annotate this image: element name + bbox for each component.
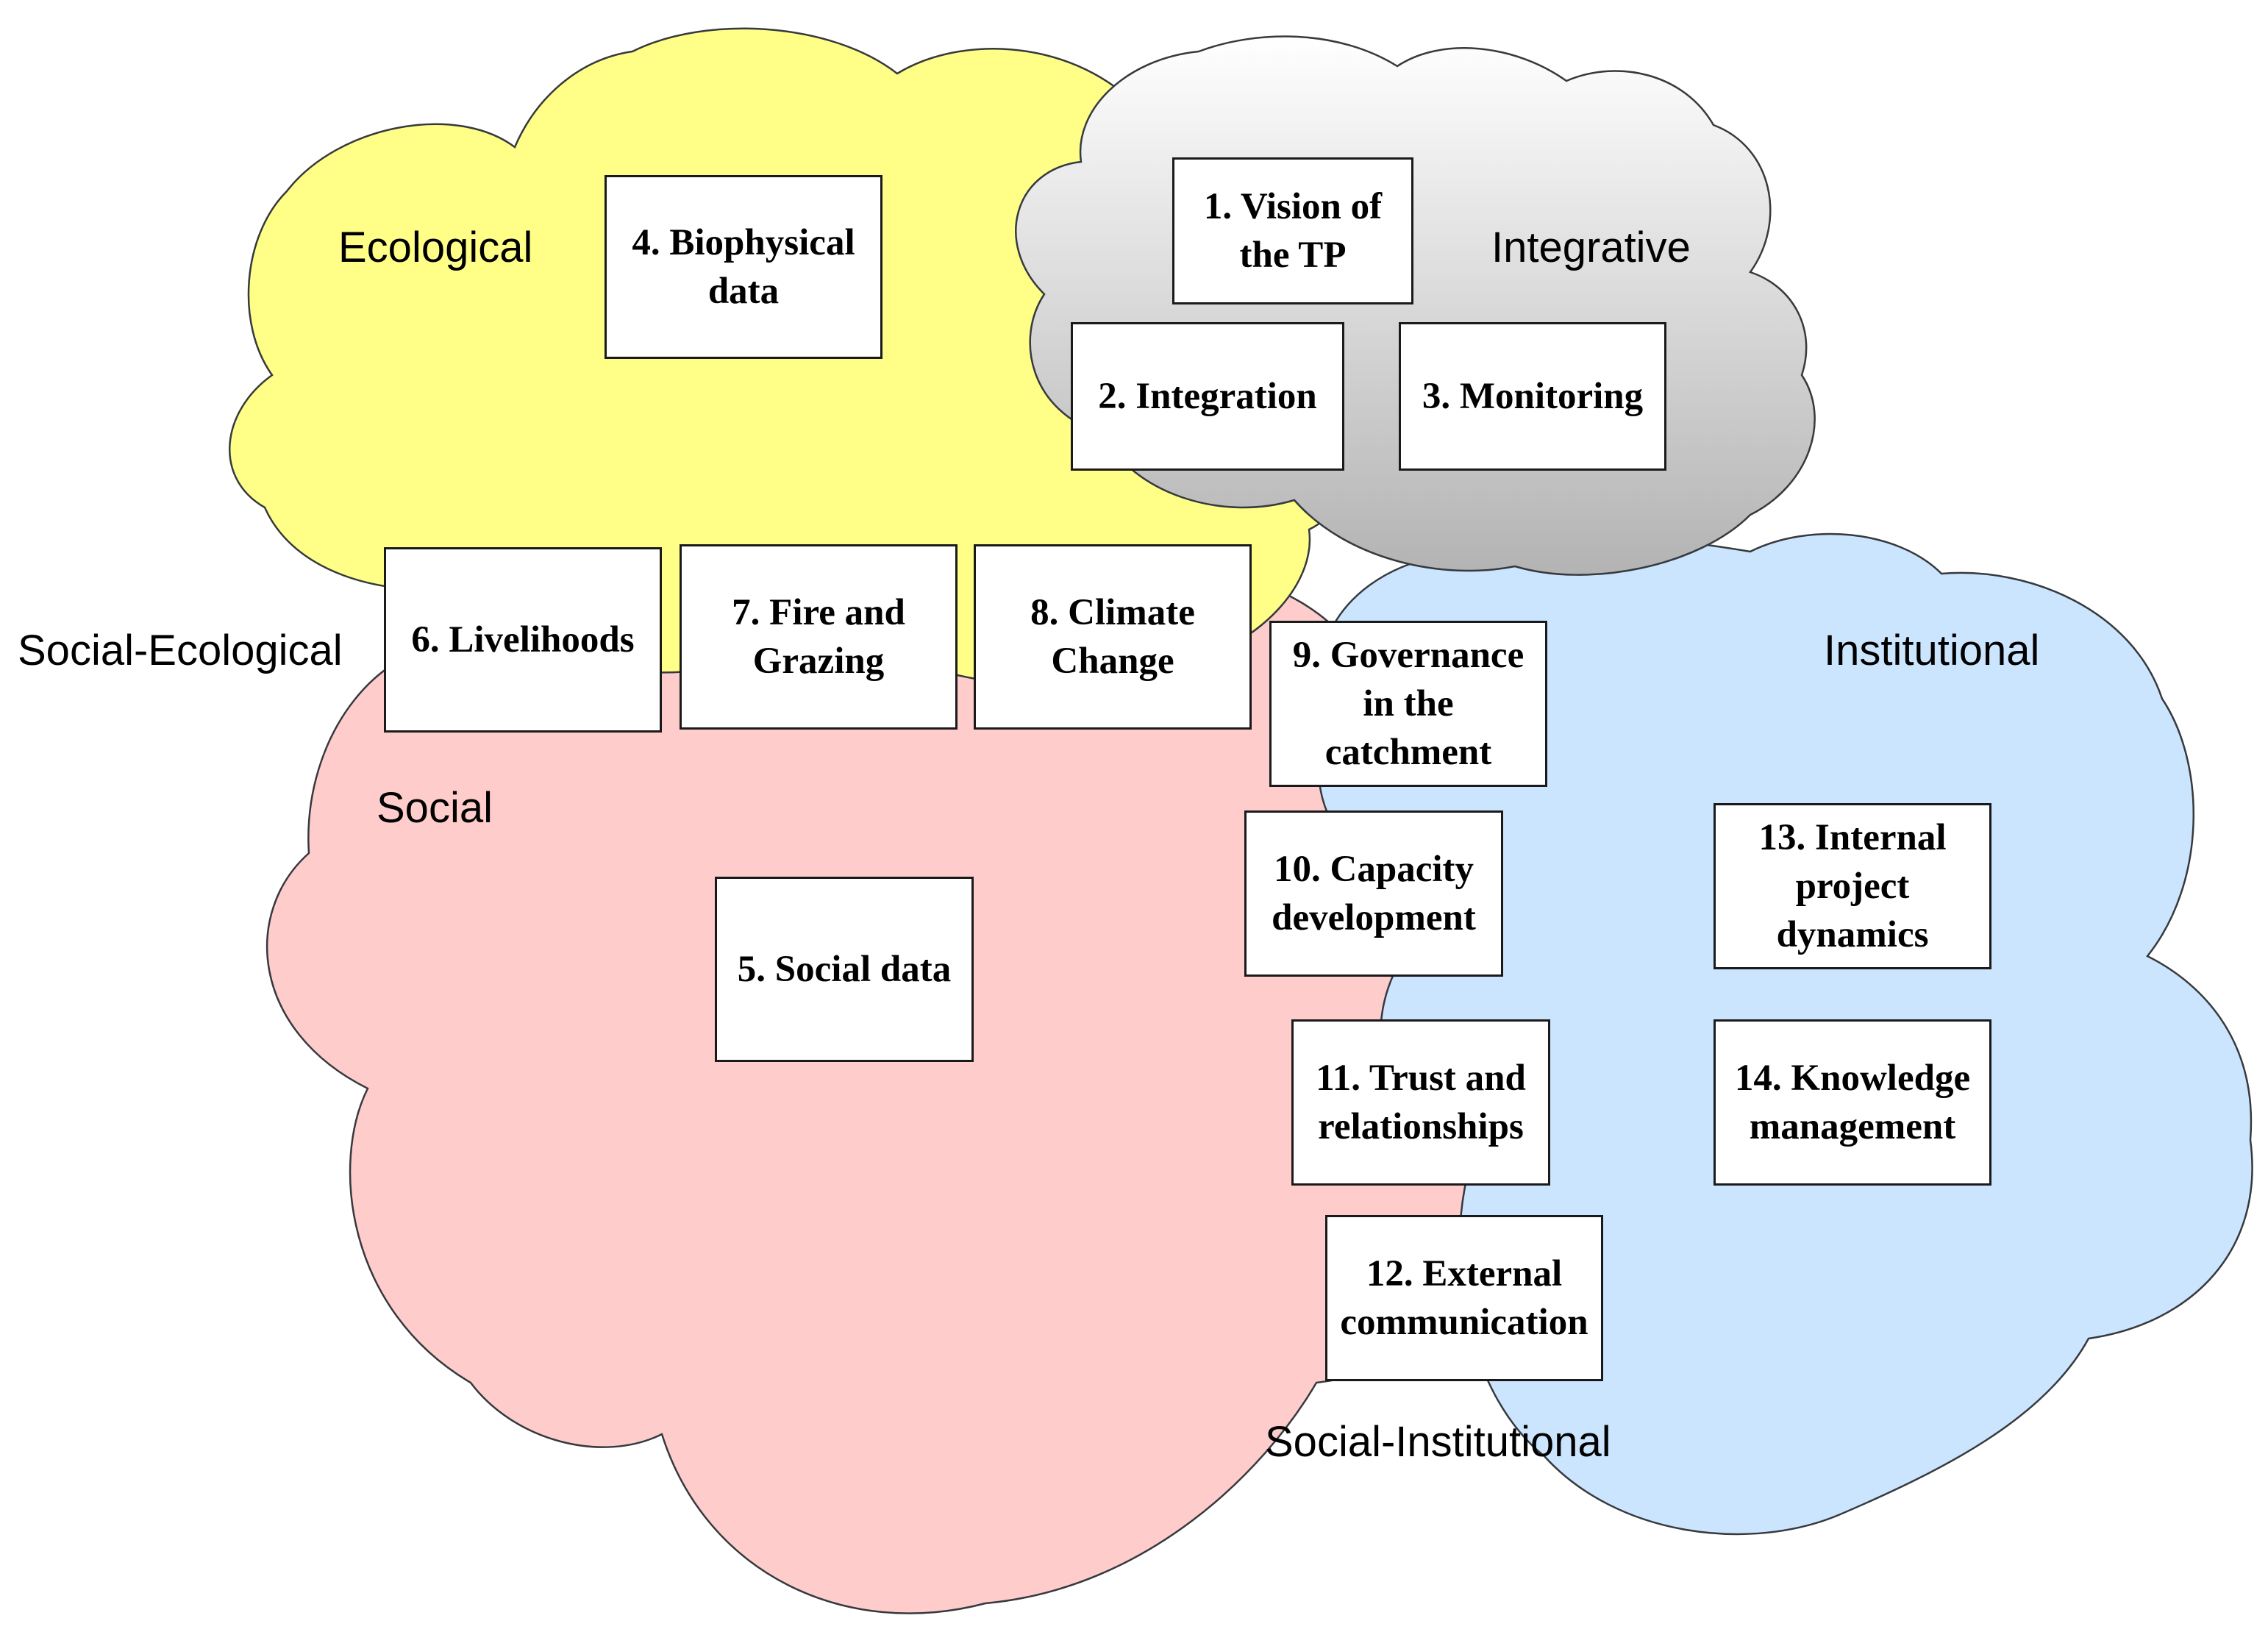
box-knowledge-management: 14. Knowledge management — [1714, 1019, 1991, 1186]
box-integration: 2. Integration — [1071, 322, 1344, 471]
region-label-ecological: Ecological — [338, 224, 533, 271]
box-trust-and-relationships: 11. Trust and relationships — [1291, 1019, 1550, 1186]
box-vision-of-the-tp: 1. Vision of the TP — [1172, 157, 1413, 304]
box-external-communication: 12. External communication — [1325, 1215, 1603, 1381]
box-social-data: 5. Social data — [715, 877, 974, 1062]
box-climate-change: 8. Climate Change — [974, 544, 1252, 730]
box-monitoring: 3. Monitoring — [1399, 322, 1666, 471]
box-fire-and-grazing: 7. Fire and Grazing — [680, 544, 958, 730]
box-internal-project-dynamics: 13. Internal project dynamics — [1714, 803, 1991, 969]
box-capacity-development: 10. Capacity development — [1244, 810, 1503, 977]
region-label-social: Social — [377, 784, 493, 832]
box-biophysical-data: 4. Biophysical data — [605, 175, 882, 359]
region-label-institutional: Institutional — [1824, 627, 2040, 674]
region-label-social-institutional: Social-Institutional — [1265, 1418, 1611, 1466]
box-governance-in-the-catchment: 9. Governance in the catchment — [1269, 621, 1547, 787]
box-livelihoods: 6. Livelihoods — [384, 547, 662, 733]
region-label-social-ecological: Social-Ecological — [18, 627, 343, 674]
region-label-integrative: Integrative — [1491, 224, 1691, 271]
